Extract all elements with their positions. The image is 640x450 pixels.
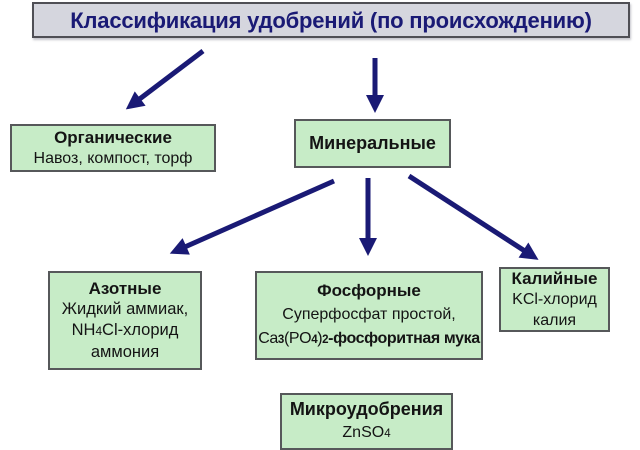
node-micro-example-1: ZnSO4 <box>342 424 391 441</box>
node-organic: Органические Навоз, компост, торф <box>10 124 216 172</box>
node-nitrogen-example-3: аммония <box>90 343 160 361</box>
node-potassium-example-2: калия <box>532 312 577 329</box>
node-nitrogen: Азотные Жидкий аммиак, NH4Cl-хлорид аммо… <box>48 271 202 370</box>
node-nitrogen-title: Азотные <box>88 279 162 298</box>
node-phosphorus-example-2: Ca3(PO4)2-фосфоритная мука <box>258 330 480 347</box>
node-organic-title: Органические <box>54 128 172 147</box>
node-mineral-title: Минеральные <box>309 133 436 153</box>
node-phosphorus: Фосфорные Суперфосфат простой, Ca3(PO4)2… <box>255 271 483 360</box>
title-box: Классификация удобрений (по происхождени… <box>32 2 630 38</box>
node-organic-examples: Навоз, компост, торф <box>33 150 193 167</box>
node-micro-title: Микроудобрения <box>289 399 444 419</box>
node-phosphorus-title: Фосфорные <box>317 281 421 300</box>
node-potassium-example-1: KCl-хлорид <box>512 291 597 308</box>
node-nitrogen-example-1: Жидкий аммиак, <box>61 300 189 318</box>
node-phosphorus-example-1: Суперфосфат простой, <box>282 306 456 323</box>
arrow-mineral-to-nitrogen-icon <box>169 178 336 255</box>
page-title: Классификация удобрений (по происхождени… <box>70 7 592 33</box>
node-potassium: Калийные KCl-хлорид калия <box>499 267 610 332</box>
node-nitrogen-example-2: NH4Cl-хлорид <box>71 321 179 339</box>
arrow-mineral-to-potassium-icon <box>407 173 539 260</box>
node-mineral: Минеральные <box>294 119 451 168</box>
node-micro: Микроудобрения ZnSO4 <box>280 393 453 450</box>
arrow-title-to-organic-icon <box>125 49 205 110</box>
node-potassium-title: Калийные <box>511 269 598 288</box>
